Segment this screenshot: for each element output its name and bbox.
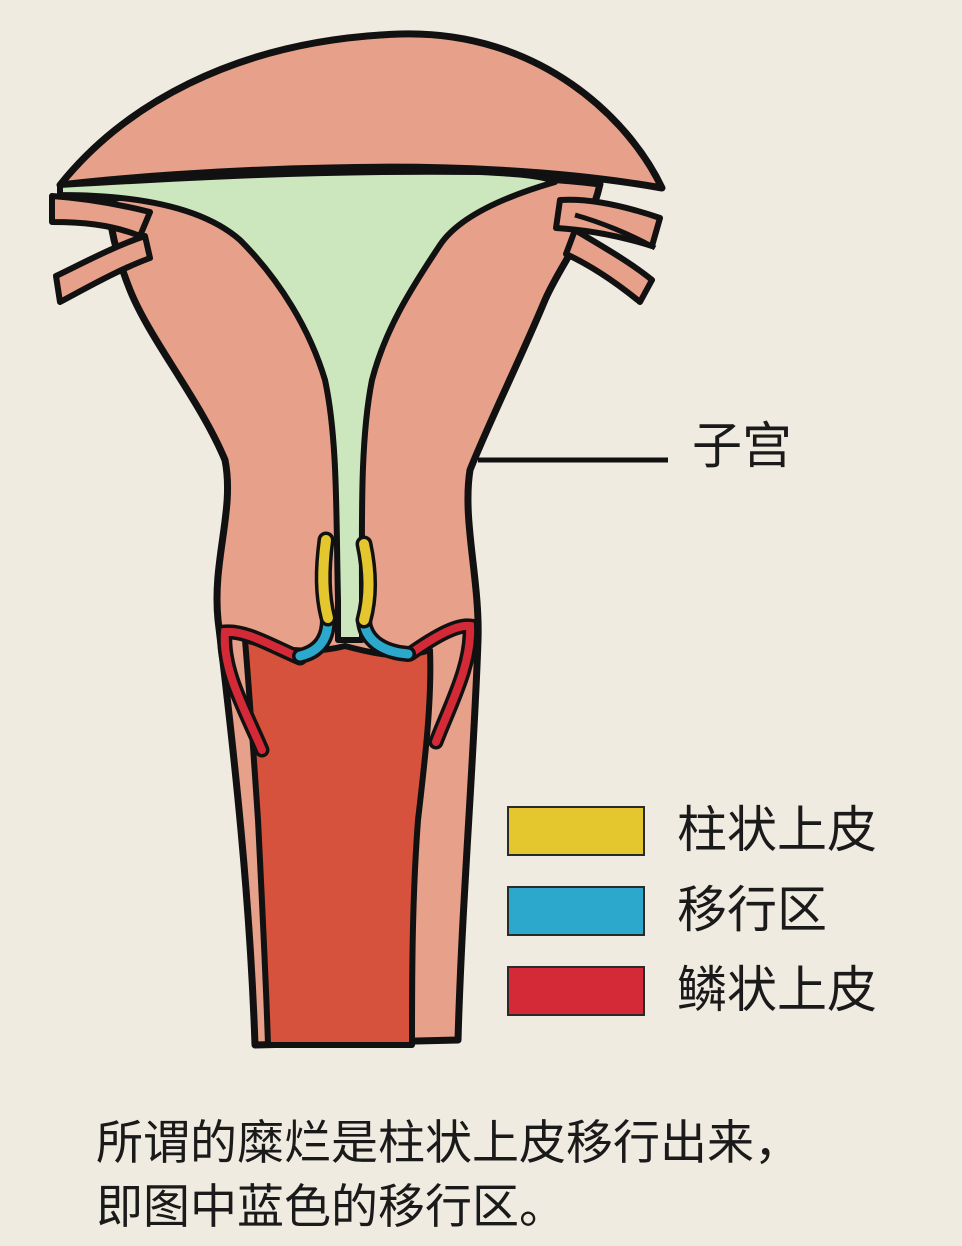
caption: 所谓的糜烂是柱状上皮移行出来， 即图中蓝色的移行区。 [96,1112,936,1240]
legend-item-columnar: 柱状上皮 [507,796,927,876]
legend-label-squamous: 鳞状上皮 [677,961,877,1019]
legend-item-squamous: 鳞状上皮 [507,956,927,1036]
caption-line-1: 所谓的糜烂是柱状上皮移行出来， [96,1116,801,1171]
caption-line-2: 即图中蓝色的移行区。 [96,1180,566,1235]
legend-item-transformation: 移行区 [507,876,927,956]
right-fallopian-fringe [563,227,655,305]
legend-label-columnar: 柱状上皮 [677,801,877,859]
columnar-epithelium-left-fill [318,535,333,623]
squamous-epithelium-left-fill [220,627,304,754]
legend: 柱状上皮 移行区 鳞状上皮 [507,796,927,1036]
legend-swatch-columnar [507,806,645,856]
uterus-callout-label: 子宫 [692,417,792,475]
left-fallopian-tube [49,193,153,239]
uterine-cavity [57,168,558,643]
cervical-canal [242,637,434,1048]
left-fallopian-fringe [53,233,153,305]
columnar-epithelium-right-fill [359,539,374,625]
legend-swatch-squamous [507,966,645,1016]
right-fallopian-fringe-2 [574,212,657,251]
legend-swatch-transformation [507,886,645,936]
squamous-epithelium-right-fill [406,621,475,746]
legend-label-transformation: 移行区 [677,881,827,939]
uterine-fundus [56,30,666,192]
